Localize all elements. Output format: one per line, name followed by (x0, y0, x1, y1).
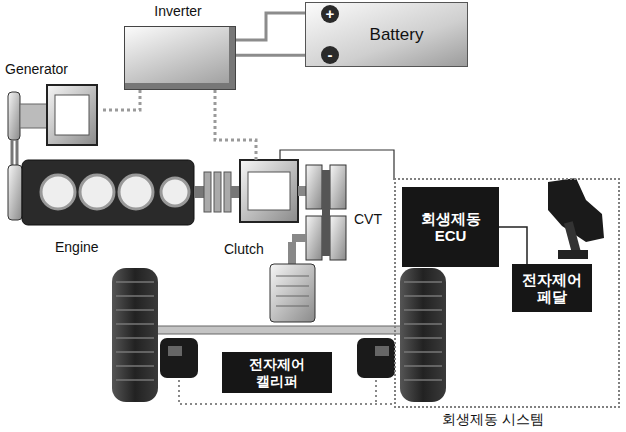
pedal-drawing (548, 178, 604, 259)
node-text: Engine (55, 238, 99, 256)
inverter-box: Inverter (120, 2, 236, 90)
node-text: Inverter (120, 2, 236, 20)
terminal-plus: + (321, 5, 339, 23)
ecu-box: 회생제동 ECU (402, 187, 499, 267)
node-text: 전자제어 캘리퍼 (249, 356, 305, 388)
system-boundary (375, 380, 377, 404)
node-text: Battery (370, 25, 424, 45)
terminal-minus: - (321, 46, 339, 64)
wire-line (101, 90, 140, 110)
clutch-motor-drawing (194, 160, 306, 222)
caliper-label-box: 전자제어 캘리퍼 (222, 352, 332, 393)
wire-line (236, 13, 305, 55)
system-region: 회생제동 시스템회생제동 ECU전자제어 페달 (394, 178, 620, 408)
signal-line (280, 150, 394, 180)
generator-drawing (8, 85, 97, 166)
inverter-housing (124, 26, 236, 90)
cvt-drawing (288, 165, 346, 264)
differential-drawing (156, 264, 402, 334)
pedal-label-box: 전자제어 페달 (512, 264, 592, 312)
wire (499, 227, 527, 264)
part-label: CVT (354, 210, 382, 228)
wire (101, 90, 140, 110)
node-text: 회생제동 ECU (421, 210, 481, 245)
part-label: Clutch (224, 240, 264, 258)
engine-part: Engine (8, 158, 224, 258)
node-text: 전자제어 페달 (522, 271, 582, 306)
signal-line (215, 90, 256, 160)
node-text: 회생제동 시스템 (442, 411, 544, 428)
node-text: Generator (5, 60, 68, 78)
wire (236, 13, 305, 55)
wire-line (499, 227, 527, 264)
engine-drawing (8, 160, 194, 225)
generator-part: Generator (5, 60, 101, 148)
